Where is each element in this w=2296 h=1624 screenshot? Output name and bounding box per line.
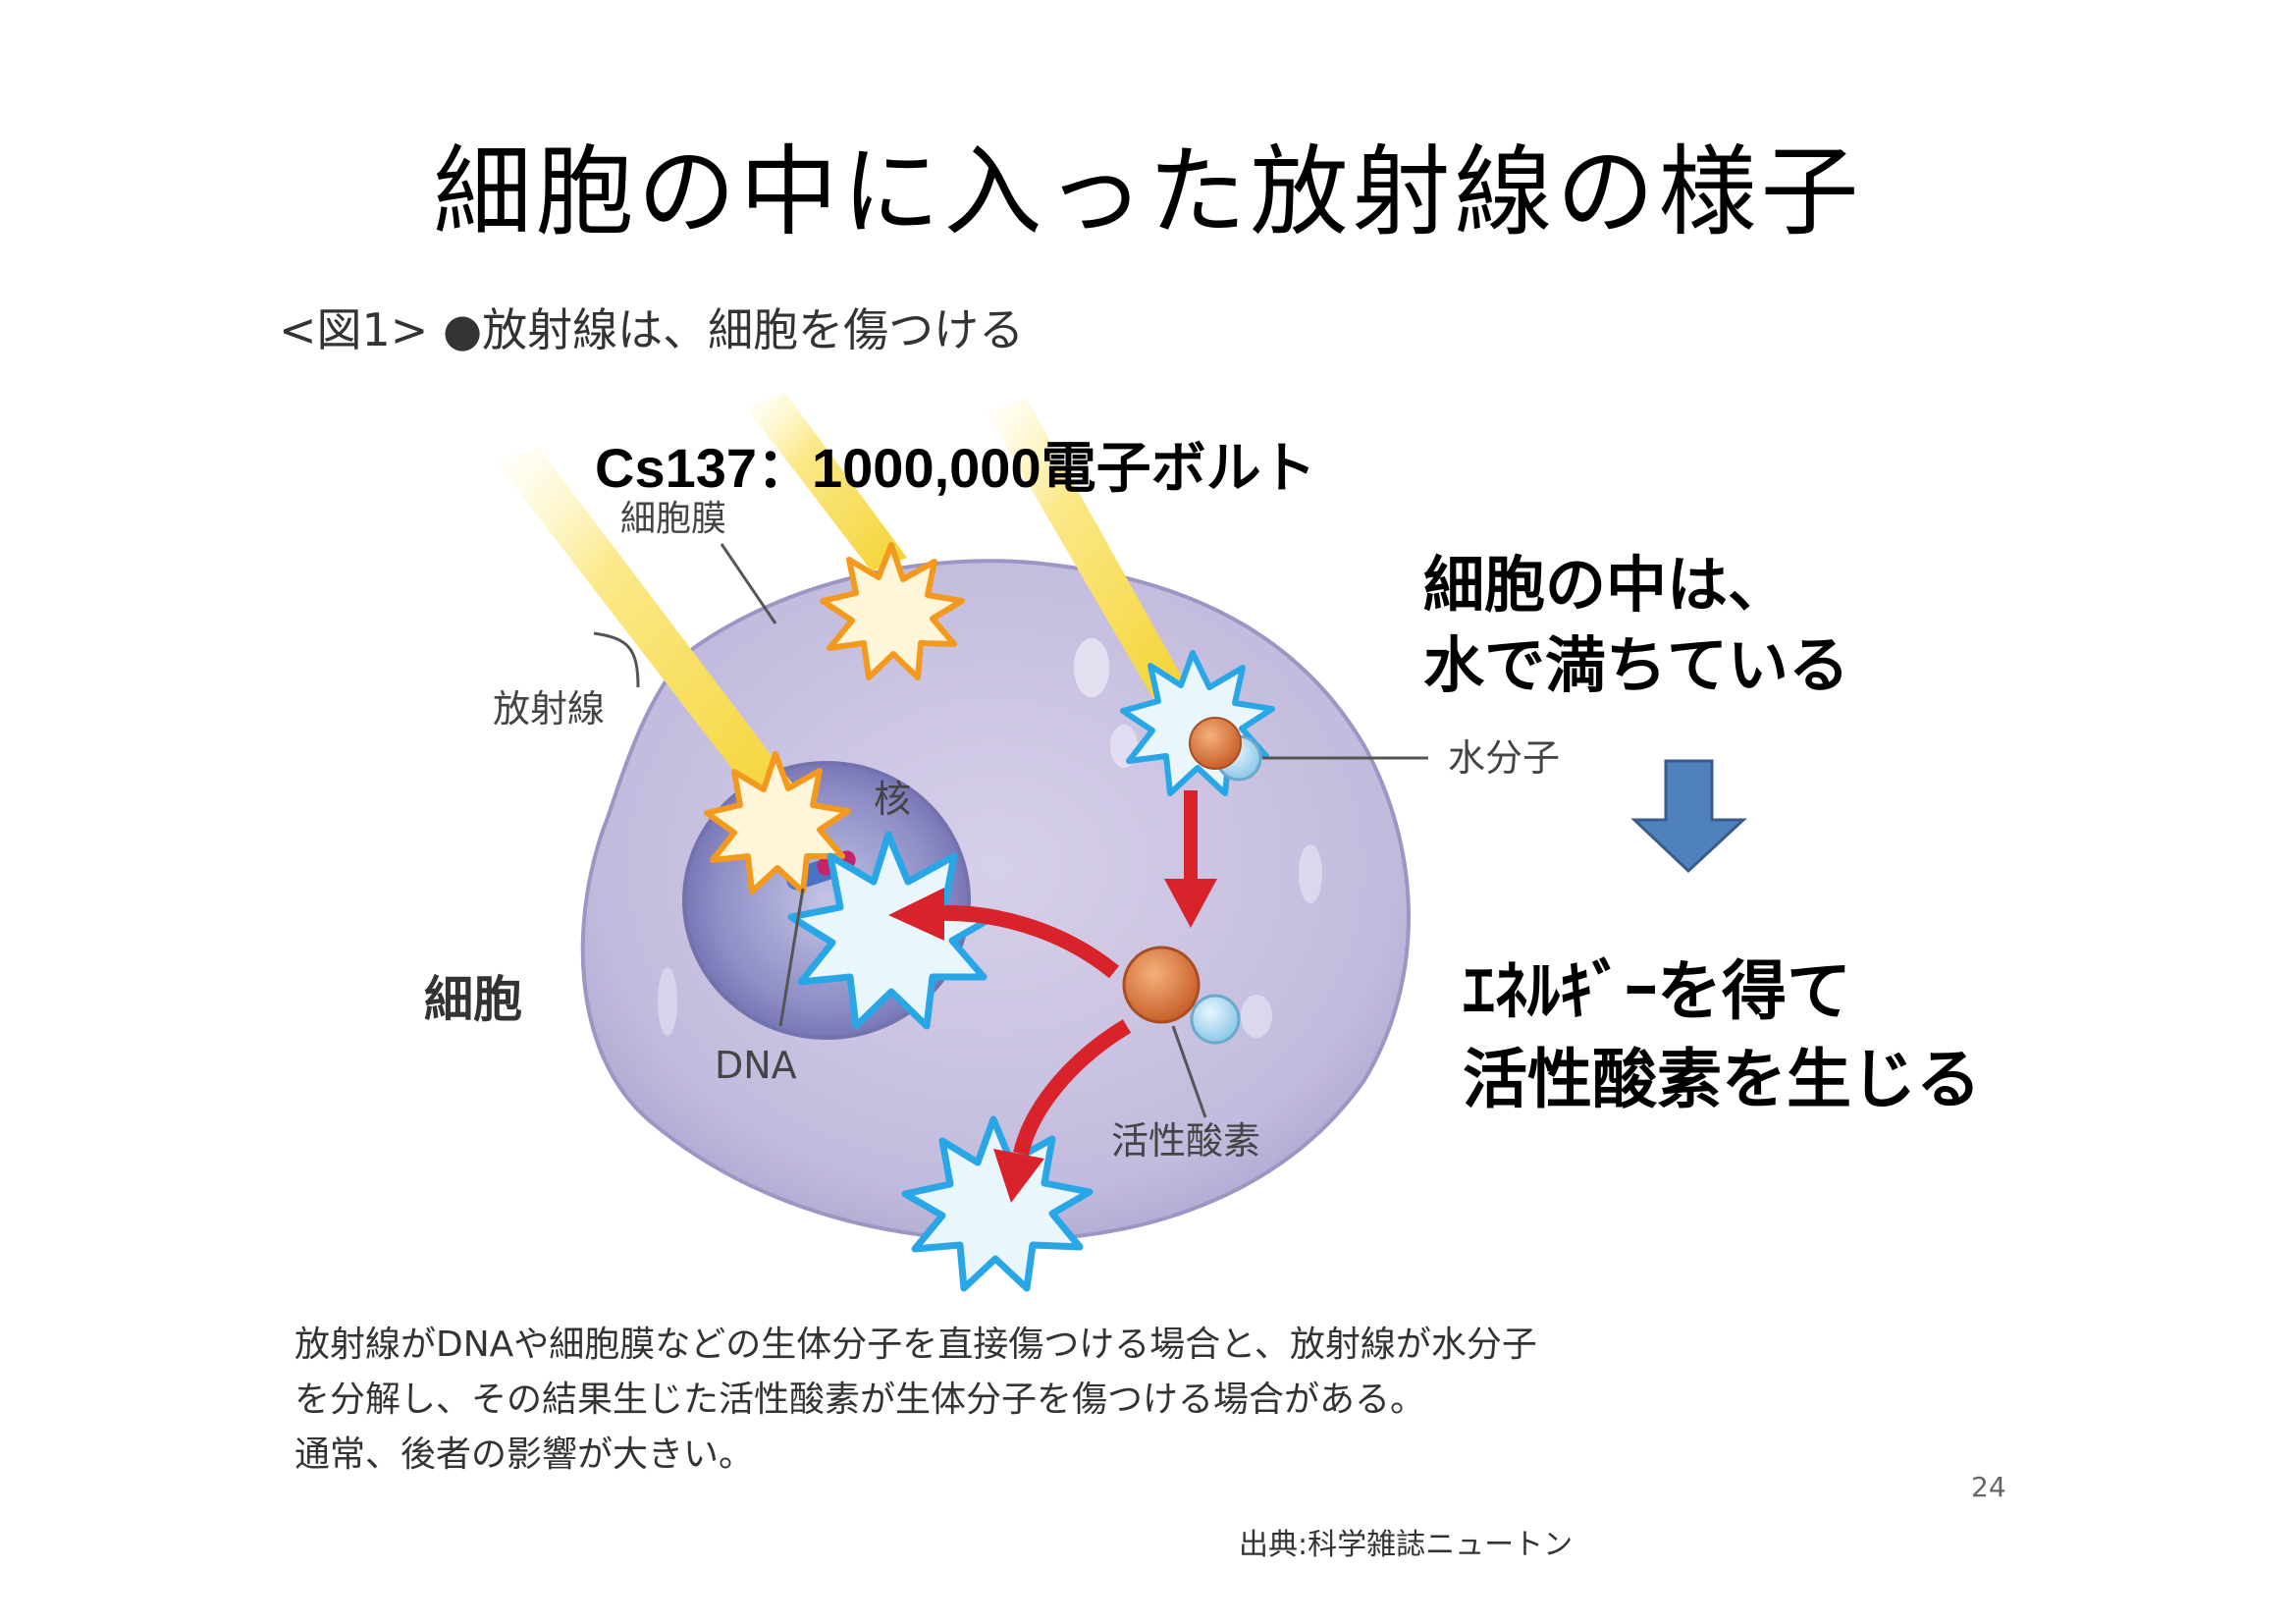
slide-title: 細胞の中に入った放射線の様子	[433, 135, 1863, 249]
leader-line	[778, 888, 805, 1027]
red-arrow-to-dna	[936, 904, 1120, 979]
burst-orange-icon	[820, 542, 965, 680]
callout-water-line2: 水で満ちている	[1423, 628, 1850, 701]
description-line: を分解し、その結果生じた活性酸素が生体分子を傷つける場合がある。	[294, 1379, 1426, 1420]
organelle	[658, 967, 677, 1036]
description-line: 通常、後者の影響が大きい。	[294, 1434, 755, 1475]
callout-water-line1: 細胞の中は、	[1423, 549, 1789, 621]
active-oxygen-blue	[1190, 994, 1241, 1045]
figure-description: 放射線がDNAや細胞膜などの生体分子を直接傷つける場合と、放射線が水分子 を分解…	[294, 1318, 1537, 1482]
red-arrow-to-bottom-head	[993, 1149, 1044, 1203]
callout-energy: ｴﾈﾙｷﾞｰを得て 活性酸素を生じる	[1463, 947, 1981, 1124]
organelle	[1299, 844, 1322, 903]
page-number: 24	[1971, 1471, 2006, 1503]
callout-energy-line1: ｴﾈﾙｷﾞｰを得て	[1463, 953, 1851, 1029]
radiation-ray	[987, 398, 1188, 699]
organelle	[1241, 995, 1272, 1038]
source-credit: 出典:科学雑誌ニュートン	[1239, 1528, 1574, 1562]
callout-water: 細胞の中は、 水で満ちている	[1423, 545, 1849, 706]
red-arrow-to-dna-head	[888, 888, 944, 941]
burst-blue-icon	[1120, 650, 1275, 796]
label-water-molecule: 水分子	[1448, 736, 1560, 780]
red-arrow-to-bottom	[1013, 1019, 1132, 1156]
label-dna: DNA	[715, 1044, 797, 1087]
active-oxygen-orange	[1122, 946, 1201, 1024]
radiation-ray	[496, 447, 803, 815]
callout-energy-line2: 活性酸素を生じる	[1463, 1041, 1981, 1117]
leader-line	[1171, 1025, 1207, 1118]
label-radiation: 放射線	[493, 687, 605, 731]
label-nucleus: 核	[874, 778, 911, 821]
leader-line	[720, 543, 777, 624]
label-cell: 細胞	[424, 971, 522, 1028]
figure-caption: <図1> ●放射線は、細胞を傷つける	[279, 303, 1025, 356]
burst-orange-icon	[704, 751, 851, 894]
down-arrow-icon	[1630, 759, 1747, 874]
leader-line	[593, 631, 640, 688]
description-line: 放射線がDNAや細胞膜などの生体分子を直接傷つける場合と、放射線が水分子	[294, 1325, 1537, 1365]
organelle	[1074, 638, 1109, 697]
water-molecule-orange	[1189, 717, 1242, 770]
label-membrane: 細胞膜	[620, 499, 726, 539]
red-arrow-down-head	[1164, 879, 1217, 928]
radiation-ray	[746, 393, 907, 571]
burst-blue-icon	[901, 1115, 1094, 1292]
cs137-energy-label: Cs137：1000,000電子ボルト	[595, 437, 1316, 499]
label-active-oxygen: 活性酸素	[1111, 1119, 1260, 1163]
